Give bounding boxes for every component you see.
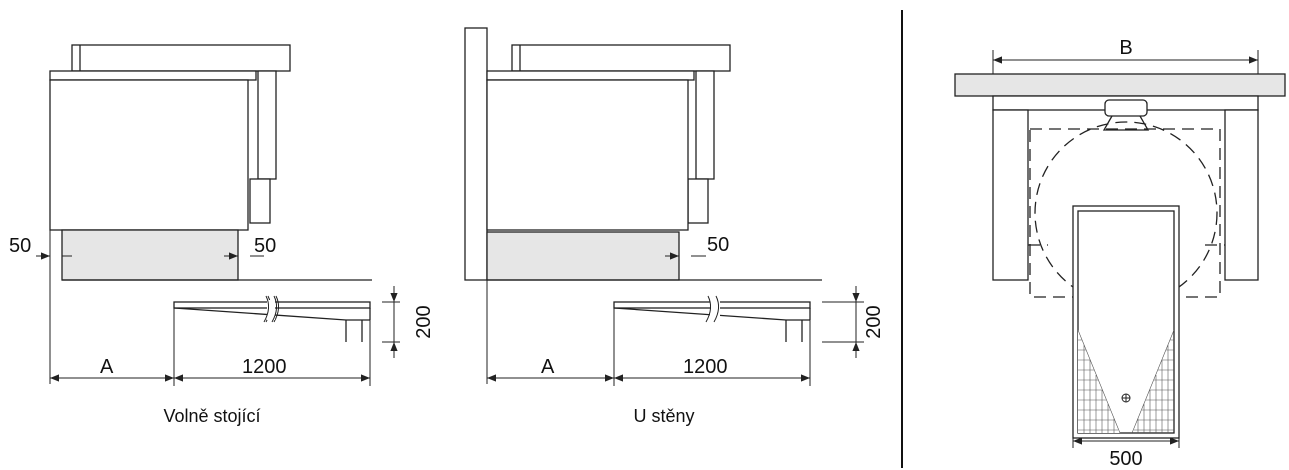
wall-dim-right-gap-label: 50 <box>707 234 729 256</box>
grid-left <box>1077 329 1121 434</box>
wall-dim-length-label: 1200 <box>683 356 728 378</box>
dim-left-gap-label: 50 <box>9 235 31 257</box>
dim-right-gap-label: 50 <box>254 235 276 257</box>
wall-drawing <box>464 27 488 281</box>
grid-right <box>1131 329 1175 434</box>
dim-width-label: 500 <box>1109 448 1142 470</box>
wall-dim-height-label: 200 <box>863 305 885 338</box>
floor-channel-drawing-wall <box>613 295 811 342</box>
wall-caption: U stěny <box>633 406 694 426</box>
wall-dim-a-label: A <box>541 356 555 378</box>
appliance-side-drawing-wall <box>486 44 822 384</box>
free-standing-view: 50 50 A 1200 200 Volně stojící <box>9 44 435 426</box>
top-view: B <box>954 37 1286 470</box>
appliance-side-drawing <box>49 44 372 384</box>
floor-channel-drawing <box>173 295 371 342</box>
appliance-top-drawing <box>954 73 1286 305</box>
free-standing-caption: Volně stojící <box>163 406 260 426</box>
drain-channel-top-drawing <box>1072 205 1180 439</box>
wall-view: 50 A 1200 200 U stěny <box>464 27 885 426</box>
dim-a-label: A <box>100 356 114 378</box>
dim-b-label: B <box>1119 37 1132 59</box>
dim-height-label: 200 <box>413 305 435 338</box>
dim-length-label: 1200 <box>242 356 287 378</box>
